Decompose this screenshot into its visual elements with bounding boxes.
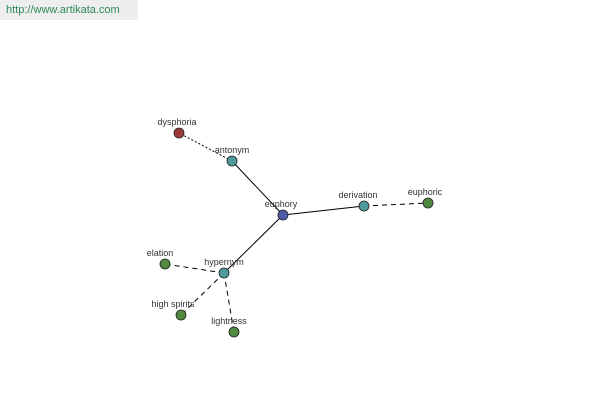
edge-euphory-hypernym: [223, 214, 284, 274]
edge-hypernym-high_spirits: [180, 272, 225, 316]
node-label-dysphoria: dysphoria: [157, 117, 196, 127]
edge-euphory-derivation: [282, 205, 365, 216]
node-derivation[interactable]: derivation: [338, 190, 378, 212]
node-circle-hypernym[interactable]: [218, 267, 230, 279]
node-euphoric[interactable]: euphoric: [408, 187, 443, 209]
node-circle-dysphoria[interactable]: [173, 127, 185, 139]
node-lightness[interactable]: lightness: [211, 316, 247, 338]
node-label-high-spirits: high spirits: [151, 299, 195, 309]
node-high-spirits[interactable]: high spirits: [151, 299, 195, 321]
node-label-derivation: derivation: [338, 190, 377, 200]
node-antonym[interactable]: antonym: [215, 145, 250, 167]
node-hypernym[interactable]: hypernym: [204, 257, 244, 279]
node-circle-euphory[interactable]: [277, 209, 289, 221]
edges-layer: [164, 132, 429, 333]
node-label-euphory: euphory: [265, 199, 298, 209]
node-circle-elation[interactable]: [159, 258, 171, 270]
node-elation[interactable]: elation: [147, 248, 174, 270]
edge-antonym-dysphoria: [178, 132, 233, 162]
edge-euphory-antonym: [231, 160, 284, 216]
node-circle-derivation[interactable]: [358, 200, 370, 212]
node-circle-lightness[interactable]: [228, 326, 240, 338]
node-label-hypernym: hypernym: [204, 257, 244, 267]
node-circle-antonym[interactable]: [226, 155, 238, 167]
node-label-lightness: lightness: [211, 316, 247, 326]
node-circle-euphoric[interactable]: [422, 197, 434, 209]
node-label-elation: elation: [147, 248, 174, 258]
node-circle-high-spirits[interactable]: [175, 309, 187, 321]
site-url[interactable]: http://www.artikata.com: [0, 0, 138, 20]
node-label-euphoric: euphoric: [408, 187, 443, 197]
node-label-antonym: antonym: [215, 145, 250, 155]
node-dysphoria[interactable]: dysphoria: [157, 117, 197, 139]
nodes-layer: euphory antonym dysphoria derivation euphori…: [147, 117, 443, 338]
edge-hypernym-elation: [164, 263, 225, 274]
node-euphory[interactable]: euphory: [265, 199, 298, 221]
edge-derivation-euphoric: [363, 202, 429, 207]
edge-hypernym-lightness: [223, 272, 235, 333]
